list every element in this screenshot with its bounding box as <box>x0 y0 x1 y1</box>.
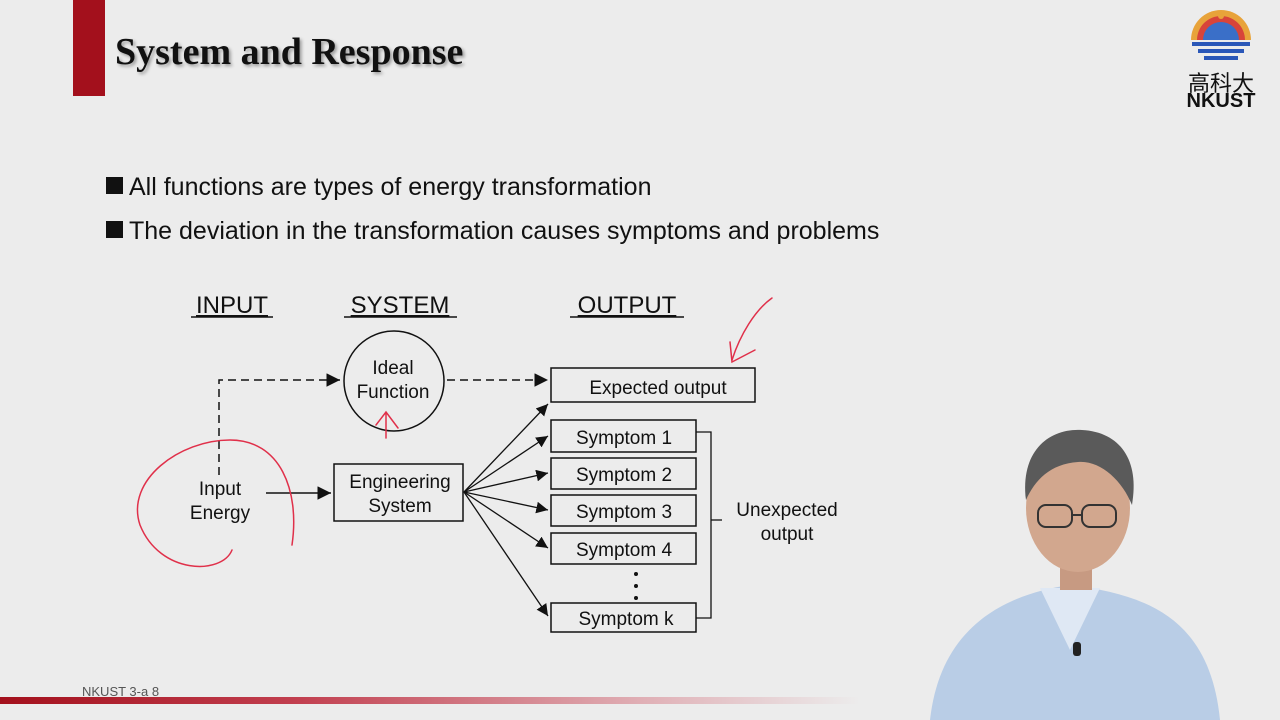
slide-footer: NKUST 3-a 8 <box>82 684 160 699</box>
symptom-node <box>550 602 697 633</box>
input-header: INPUT <box>196 292 268 319</box>
annotation-circle-mark <box>136 439 295 568</box>
symptom-label: Symptom 4 <box>576 540 673 561</box>
bullet-item: The deviation in the transformation caus… <box>106 217 879 246</box>
unexpected-output-label-1: Unexpected <box>736 500 837 521</box>
symptom-label: Symptom 1 <box>576 428 672 449</box>
presenter-video-image <box>930 429 1220 720</box>
bullet-square-icon <box>106 177 123 194</box>
ideal-function-label-1: Ideal <box>372 358 413 379</box>
nkust-logo: 高科大 NKUST <box>1178 8 1264 114</box>
output-header: OUTPUT <box>578 292 677 319</box>
bullet-text: The deviation in the transformation caus… <box>129 217 880 245</box>
expected-output-label: Expected output <box>589 378 727 399</box>
engineering-system-label-2: System <box>368 496 431 517</box>
logo-emblem-icon <box>1191 10 1251 60</box>
ideal-function-label-2: Function <box>357 382 430 403</box>
unexpected-output-label-2: output <box>761 524 815 545</box>
engineering-system-node <box>333 463 464 522</box>
slide-title: System and Response <box>115 31 464 73</box>
logo-chinese-text: 高科大 <box>1187 72 1254 97</box>
symptom-label: Symptom 2 <box>576 465 672 486</box>
logo-english-text: NKUST <box>1186 90 1256 112</box>
bullet-square-icon <box>106 221 123 238</box>
expected-output-node <box>550 367 756 403</box>
input-energy-label-1: Input <box>199 479 242 500</box>
symptom-node <box>550 532 697 565</box>
system-header: SYSTEM <box>351 292 450 319</box>
symptom-label: Symptom 3 <box>576 502 672 523</box>
bullet-item: All functions are types of energy transf… <box>106 173 652 202</box>
symptom-node <box>550 419 697 453</box>
footer-accent-bar <box>0 697 860 704</box>
bullet-text: All functions are types of energy transf… <box>129 173 652 201</box>
symptom-node <box>550 457 697 490</box>
annotation-arrow-mark <box>731 297 773 361</box>
unexpected-output-bracket <box>696 431 712 619</box>
symptom-label: Symptom k <box>578 609 674 630</box>
ideal-function-node <box>343 330 445 432</box>
symptom-node <box>550 494 697 527</box>
input-energy-label-2: Energy <box>190 503 251 524</box>
engineering-system-label-1: Engineering <box>349 472 450 493</box>
title-accent-bar <box>73 0 105 96</box>
